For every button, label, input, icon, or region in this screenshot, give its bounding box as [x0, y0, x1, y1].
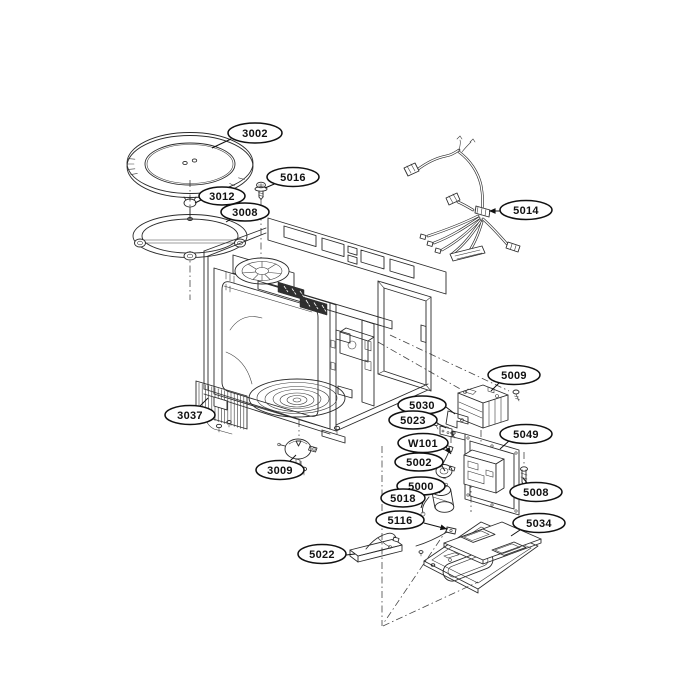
part-label-5022: 5022 [297, 543, 356, 565]
part-label-5049: 5049 [499, 423, 553, 450]
part-label-text-5030: 5030 [409, 400, 435, 412]
leader-line-3002 [211, 138, 232, 149]
part-number-labels: 3002 5016 3012 3008 5014 3037 3009 5009 5030 5023… [164, 122, 566, 565]
part-label-balloon-5022 [297, 543, 347, 565]
cavity-screws [215, 420, 341, 435]
leader-arrowhead-W101 [444, 446, 451, 454]
part-label-5002: 5002 [394, 452, 446, 472]
part-label-3009: 3009 [255, 454, 305, 481]
part-label-text-5014: 5014 [513, 205, 539, 217]
plate-5034-drawing [443, 521, 542, 565]
part-label-text-5018: 5018 [390, 493, 416, 505]
part-label-3002: 3002 [211, 122, 283, 149]
part-label-5008: 5008 [509, 477, 563, 503]
part-label-text-3012: 3012 [209, 191, 235, 203]
part-label-5016: 5016 [264, 166, 320, 189]
leader-line-3037 [198, 397, 209, 408]
leader-line-5023 [436, 422, 447, 429]
part-label-balloon-5016 [266, 166, 320, 188]
part-label-3037: 3037 [164, 397, 216, 426]
clip-5116-drawing [415, 526, 457, 557]
leader-line-3012 [194, 199, 202, 204]
assembly-guide-lines [189, 180, 525, 627]
part-label-5034: 5034 [510, 512, 566, 537]
part-label-text-5009: 5009 [501, 370, 527, 382]
leader-arrowhead-5014 [489, 208, 496, 214]
part-label-balloon-3037 [164, 404, 216, 426]
part-label-5018: 5018 [380, 488, 426, 509]
part-label-3008: 3008 [220, 202, 270, 223]
transformer-drawing [457, 384, 520, 429]
switch-5023-drawing [439, 424, 453, 438]
part-label-balloon-5009 [487, 364, 541, 386]
wire-5018-drawing [420, 496, 430, 517]
leader-line-5002 [441, 465, 446, 472]
part-label-5023: 5023 [388, 410, 447, 430]
part-label-text-5023: 5023 [400, 415, 426, 427]
leader-line-5034 [510, 529, 521, 537]
part-label-balloon-5014 [499, 199, 553, 221]
rear-bracket-drawing [452, 430, 520, 516]
part-label-text-5049: 5049 [513, 429, 539, 441]
part-label-balloon-5002 [394, 452, 444, 472]
part-label-balloon-5018 [380, 488, 426, 508]
part-label-5009: 5009 [487, 364, 541, 392]
part-label-5116: 5116 [375, 510, 448, 531]
part-label-balloon-5023 [388, 410, 438, 430]
part-label-3012: 3012 [194, 186, 246, 206]
part-label-text-5016: 5016 [280, 172, 306, 184]
leader-line-5022 [345, 553, 356, 556]
screw-5016-drawing [254, 181, 268, 200]
leader-line-5030 [445, 406, 456, 415]
roller-ring-drawing [132, 214, 248, 261]
wire-harness-drawing [403, 135, 521, 262]
part-label-text-5008: 5008 [523, 487, 549, 499]
part-label-balloon-5034 [512, 512, 566, 534]
part-label-balloon-3002 [227, 122, 283, 144]
part-label-balloon-5116 [375, 510, 425, 530]
part-label-text-3009: 3009 [267, 465, 293, 477]
part-label-text-3037: 3037 [177, 410, 203, 422]
leader-arrowhead-5116 [439, 524, 447, 531]
part-label-5030: 5030 [397, 395, 456, 415]
part-label-balloon-3012 [198, 186, 246, 206]
part-label-balloon-3008 [220, 202, 270, 222]
part-label-text-5034: 5034 [526, 518, 552, 530]
part-label-text-5002: 5002 [406, 457, 432, 469]
part-label-5014: 5014 [489, 199, 553, 221]
leader-line-5049 [499, 440, 510, 450]
part-label-balloon-3009 [255, 459, 305, 481]
part-label-balloon-5049 [499, 423, 553, 445]
bracket-5022-drawing [349, 532, 403, 563]
part-label-text-3008: 3008 [232, 207, 258, 219]
part-label-W101: W101 [397, 432, 452, 455]
part-label-balloon-5008 [509, 481, 563, 503]
part-label-text-W101: W101 [408, 438, 438, 450]
oven-cavity-assembly-drawing [203, 217, 447, 444]
part-label-text-5022: 5022 [309, 549, 335, 561]
part-label-text-3002: 3002 [242, 128, 268, 140]
part-label-text-5116: 5116 [387, 515, 412, 527]
